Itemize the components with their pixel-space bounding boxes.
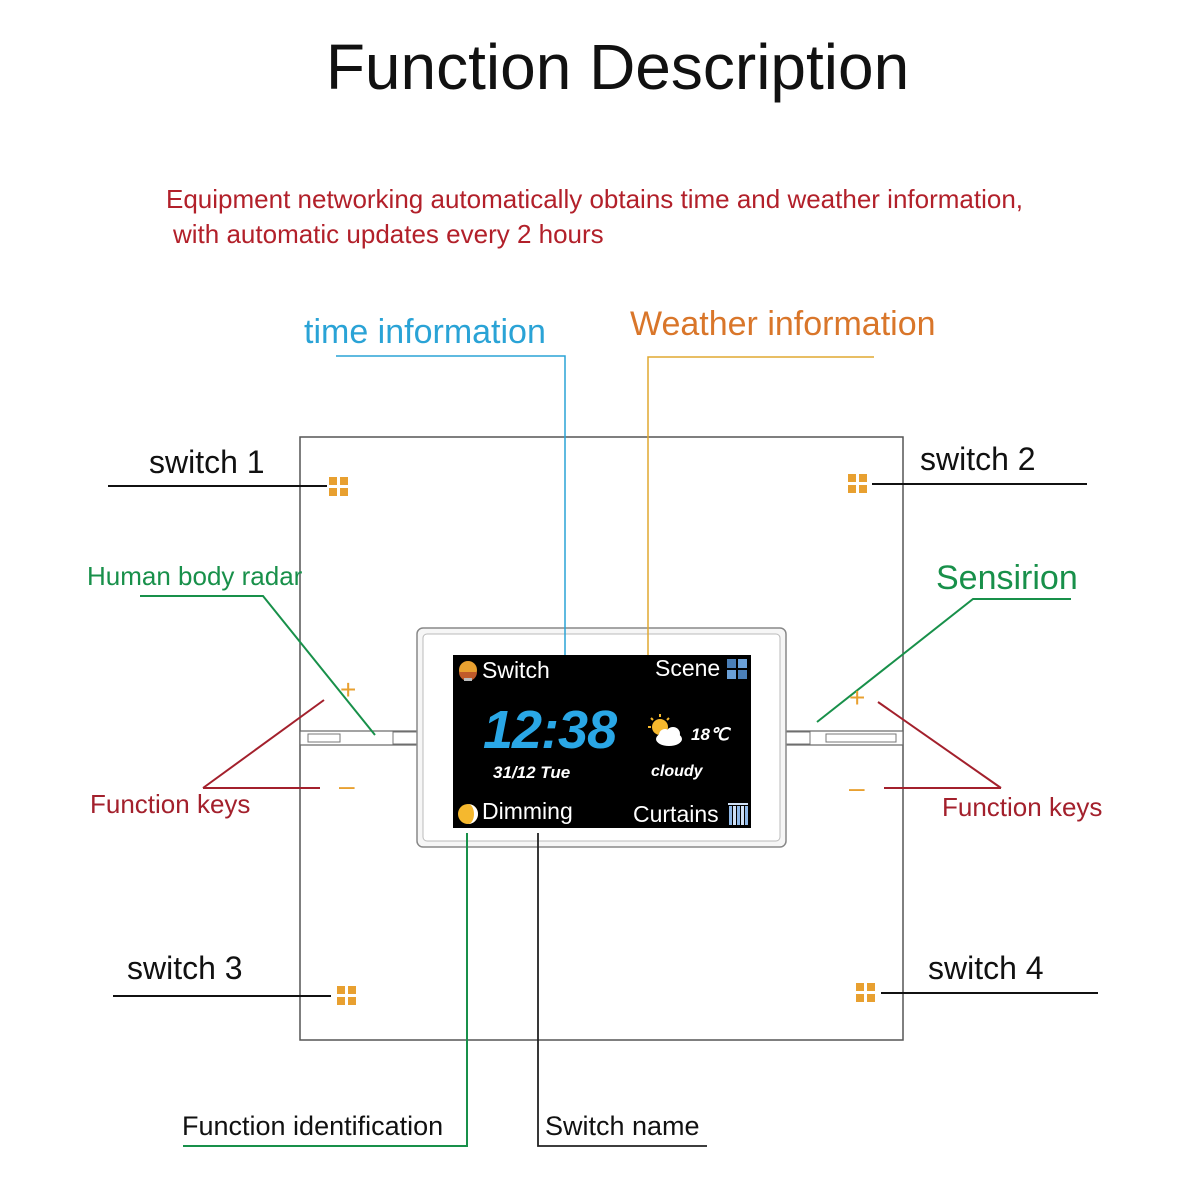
weather-information-label: Weather information: [630, 305, 936, 343]
left-rail-slot: [307, 733, 341, 743]
function-keys-left-label: Function keys: [90, 789, 251, 819]
screen-clock: 12:38: [483, 700, 617, 760]
right-minus-key[interactable]: –: [849, 772, 865, 803]
switch-4-label: switch 4: [928, 950, 1044, 986]
right-rail-slot: [825, 733, 897, 743]
screen-scene-function[interactable]: Scene: [655, 655, 721, 681]
intro-line-1: Equipment networking automatically obtai…: [166, 184, 1024, 214]
screen-curtains-function[interactable]: Curtains: [633, 801, 719, 827]
switch-3-label: switch 3: [127, 950, 243, 986]
device-screen: Switch Scene 12:38 31/12 Tue 18℃ cloudy …: [453, 655, 751, 828]
screen-dimming-function[interactable]: Dimming: [482, 798, 573, 824]
screen-weather-condition: cloudy: [651, 763, 703, 780]
left-rail-tab: [392, 731, 418, 745]
switch-2-label: switch 2: [920, 441, 1036, 477]
curtain-icon: [728, 803, 748, 825]
intro-line-2: with automatic updates every 2 hours: [173, 219, 604, 249]
half-moon-icon: [458, 804, 478, 824]
right-rail-tab: [785, 731, 811, 745]
sensirion-label: Sensirion: [936, 559, 1078, 597]
switch-1-label: switch 1: [149, 444, 265, 480]
switch-name-label: Switch name: [545, 1111, 700, 1141]
switch-2-indicator-icon: [848, 474, 867, 493]
left-plus-key[interactable]: +: [340, 674, 357, 705]
left-minus-key[interactable]: –: [339, 770, 355, 801]
time-information-label: time information: [304, 313, 546, 351]
scene-tiles-icon: [727, 659, 747, 679]
switch-4-indicator-icon: [856, 983, 875, 1002]
right-plus-key[interactable]: +: [849, 682, 866, 713]
bulb-icon: [459, 661, 477, 681]
switch-3-indicator-icon: [337, 986, 356, 1005]
partly-cloudy-icon: [648, 714, 682, 746]
switch-1-indicator-icon: [329, 477, 348, 496]
screen-switch-function[interactable]: Switch: [482, 657, 550, 683]
screen-temperature: 18℃: [691, 725, 730, 744]
function-keys-right-label: Function keys: [942, 792, 1103, 822]
function-identification-label: Function identification: [182, 1111, 444, 1141]
human-body-radar-label: Human body radar: [87, 561, 303, 591]
screen-date: 31/12 Tue: [493, 763, 571, 782]
page-title: Function Description: [325, 31, 910, 103]
